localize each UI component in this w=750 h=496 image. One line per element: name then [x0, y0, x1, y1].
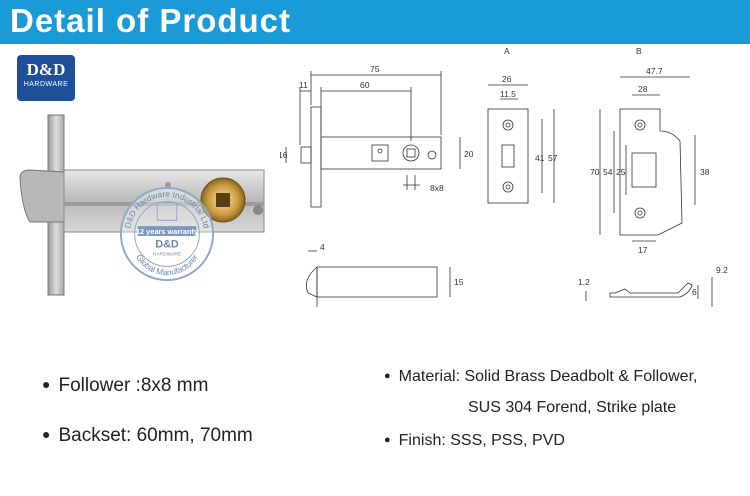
dim-b38: 38 [700, 167, 710, 177]
header-banner: Detail of Product [0, 0, 750, 44]
logo-brand: D&D [26, 60, 66, 79]
dim-75: 75 [370, 64, 380, 74]
bullet: ● [384, 434, 391, 446]
seal-brand: D&D [155, 239, 179, 251]
dim-b47-7: 47.7 [646, 66, 663, 76]
bottom-profile [305, 250, 451, 307]
dim-8x8: 8x8 [430, 183, 444, 193]
bullet: ● [384, 370, 391, 382]
side-view [285, 71, 461, 208]
dim-60: 60 [360, 80, 370, 90]
view-b-profile [585, 277, 713, 307]
spec-follower: ●Follower :8x8 mm [42, 375, 209, 396]
label-a: A [504, 46, 510, 56]
dim-11: 11 [299, 80, 308, 90]
label-b: B [636, 46, 642, 56]
watermark-seal: D&D Hardware Industrial Ltd Global Manuf… [119, 186, 215, 282]
spec-finish: ●Finish: SSS, PSS, PVD [384, 432, 565, 449]
view-b [599, 76, 696, 242]
dim-a26: 26 [502, 74, 512, 84]
product-photo [19, 114, 265, 296]
dim-b28: 28 [638, 84, 648, 94]
dim-b54: 54 [603, 167, 613, 177]
spec-material: ●Material: Solid Brass Deadbolt & Follow… [384, 368, 698, 385]
dim-16: 16 [280, 150, 288, 160]
spec-material-cont: SUS 304 Forend, Strike plate [468, 399, 677, 416]
seal-sub: HARDWARE [153, 252, 182, 258]
dim-b9-2: 9.2 [716, 265, 728, 275]
dim-b1-2: 1.2 [578, 277, 590, 287]
view-a [487, 84, 555, 204]
dim-a41: 41 [535, 153, 545, 163]
latch-bolt [19, 169, 65, 223]
dim-b70: 70 [590, 167, 600, 177]
dim-b6: 6 [692, 287, 697, 297]
bullet: ● [42, 376, 51, 392]
dim-a57: 57 [548, 153, 558, 163]
dim-15: 15 [454, 277, 464, 287]
dim-20: 20 [464, 149, 474, 159]
brand-logo: D&D HARDWARE [17, 55, 75, 101]
dim-b25: 25 [616, 167, 626, 177]
seal-warranty: 12 years warranty [136, 227, 199, 236]
bullet: ● [42, 426, 51, 442]
spec-backset: ●Backset: 60mm, 70mm [42, 425, 253, 446]
dim-4: 4 [320, 242, 325, 252]
page-title: Detail of Product [10, 2, 292, 39]
logo-sub: HARDWARE [23, 81, 69, 88]
dim-a11-5: 11.5 [500, 89, 516, 99]
dim-b17: 17 [638, 245, 648, 255]
technical-drawing: 75 60 11 16 20 8x8 4 15 A 26 11.5 41 57 [280, 46, 728, 307]
